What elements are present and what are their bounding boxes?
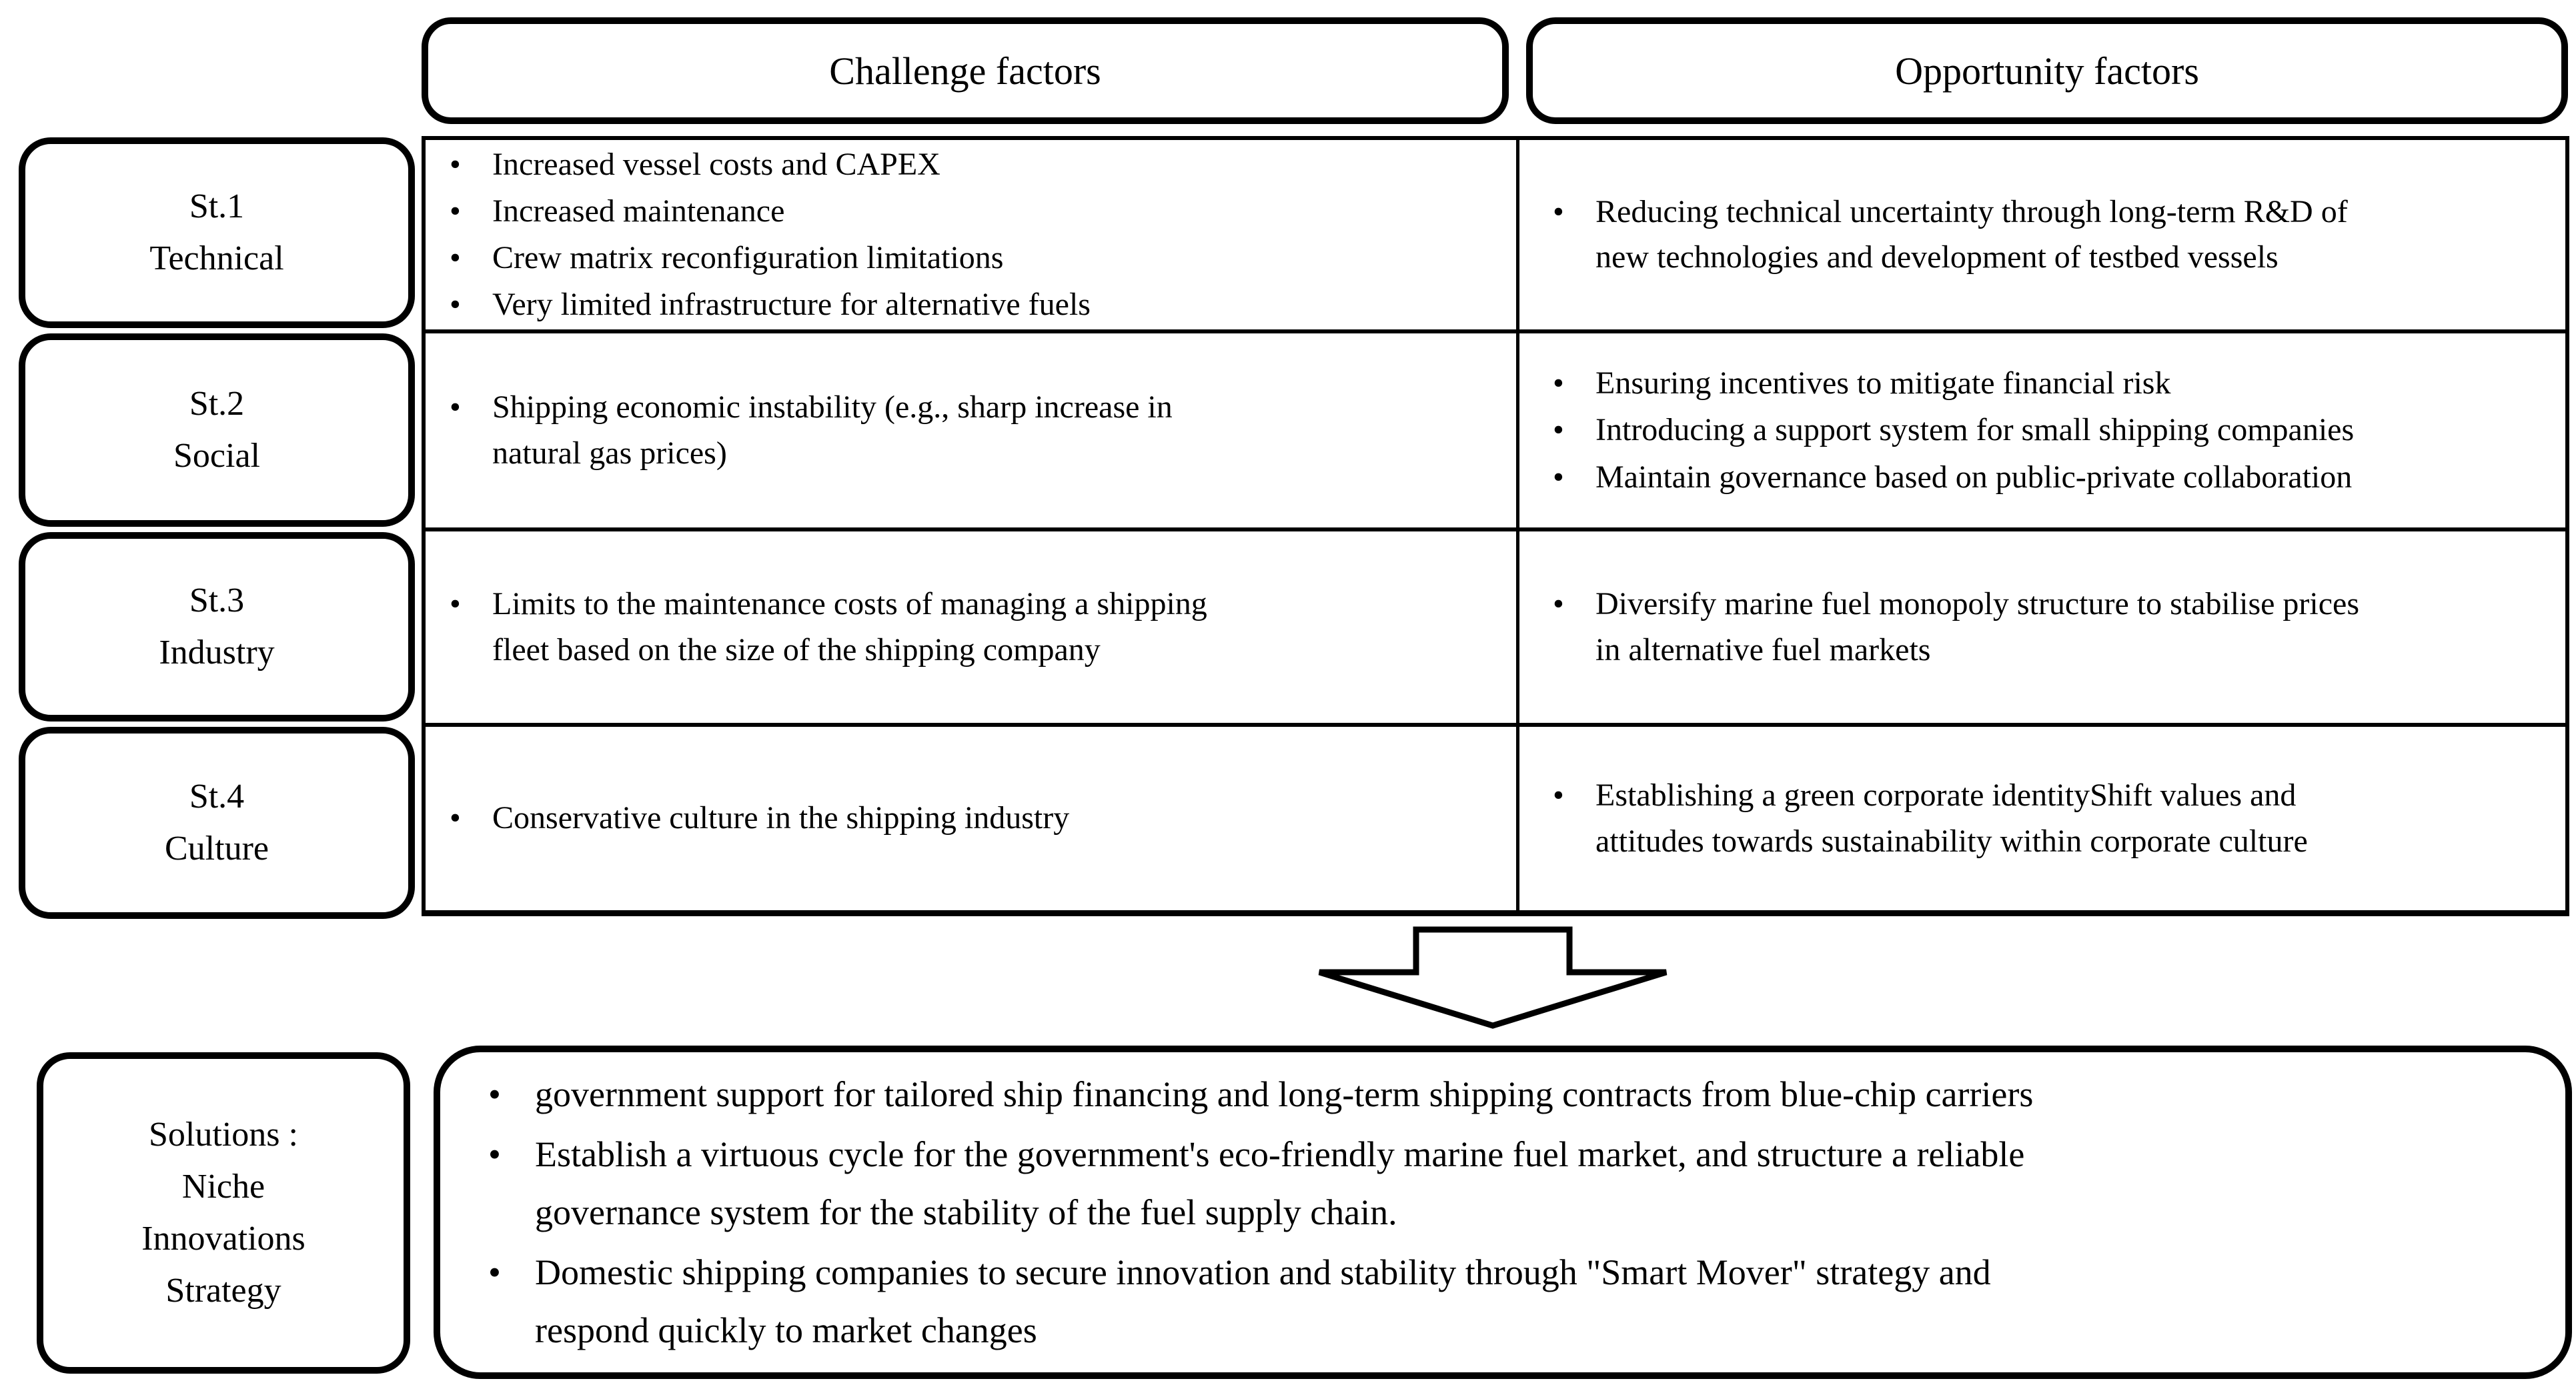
cell-social-opportunities: • Ensuring incentives to mitigate financ… (1519, 333, 2565, 527)
bullet-text: Shipping economic instability (e.g., sha… (492, 389, 1173, 471)
bullet-icon: • (450, 193, 461, 229)
cell-industry-challenges: • Limits to the maintenance costs of man… (426, 531, 1519, 723)
bullet-icon: • (450, 389, 461, 425)
stage-label: Industry (159, 633, 275, 671)
header-challenge-label: Challenge factors (829, 49, 1101, 93)
bullet-icon: • (450, 586, 461, 622)
bullet-item: • Limits to the maintenance costs of man… (443, 581, 1497, 672)
header-challenge-box: Challenge factors (422, 17, 1509, 124)
bullet-text: Diversify marine fuel monopoly structure… (1595, 586, 2360, 667)
bullet-item: • Ensuring incentives to mitigate financ… (1546, 361, 2549, 406)
bullet-icon: • (488, 1074, 501, 1115)
solution-text: Domestic shipping companies to secure in… (535, 1252, 1991, 1350)
bullet-item: • Establishing a green corporate identit… (1546, 773, 2549, 864)
solutions-label-line: Niche (181, 1168, 265, 1206)
cell-technical-opportunities: • Reducing technical uncertainty through… (1519, 140, 2565, 329)
bullet-text: Conservative culture in the shipping ind… (492, 800, 1070, 836)
down-arrow-icon (1313, 926, 1673, 1032)
solutions-label-box: Solutions : Niche Innovations Strategy (37, 1052, 410, 1374)
table-row-industry: • Limits to the maintenance costs of man… (426, 527, 2565, 723)
cell-culture-challenges: • Conservative culture in the shipping i… (426, 727, 1519, 910)
bullet-text: Increased maintenance (492, 193, 785, 229)
bullet-icon: • (1553, 459, 1564, 495)
bullet-icon: • (1553, 412, 1564, 448)
bullet-text: Crew matrix reconfiguration limitations (492, 240, 1004, 275)
header-opportunity-label: Opportunity factors (1895, 49, 2199, 93)
cell-social-challenges: • Shipping economic instability (e.g., s… (426, 333, 1519, 527)
solutions-box: • government support for tailored ship f… (434, 1046, 2572, 1379)
cell-industry-opportunities: • Diversify marine fuel monopoly structu… (1519, 531, 2565, 723)
stage-id: St.4 (189, 778, 245, 816)
stage-box-st2: St.2 Social (19, 333, 415, 527)
solution-text: Establish a virtuous cycle for the gover… (535, 1134, 2025, 1232)
bullet-text: Ensuring incentives to mitigate financia… (1595, 365, 2171, 401)
bullet-text: Very limited infrastructure for alternat… (492, 287, 1091, 323)
bullet-icon: • (1553, 365, 1564, 401)
stage-label: Technical (149, 239, 284, 277)
bullet-icon: • (1553, 586, 1564, 622)
bullet-item: • Shipping economic instability (e.g., s… (443, 385, 1497, 475)
cell-culture-opportunities: • Establishing a green corporate identit… (1519, 727, 2565, 910)
stage-id: St.2 (189, 385, 245, 423)
bullet-icon: • (488, 1252, 501, 1293)
bullet-icon: • (450, 287, 461, 323)
bullet-item: • Maintain governance based on public-pr… (1546, 455, 2549, 500)
bullet-text: Maintain governance based on public-priv… (1595, 459, 2353, 495)
bullet-item: • Crew matrix reconfiguration limitation… (443, 235, 1497, 281)
stage-id: St.1 (189, 187, 245, 225)
bullet-text: Introducing a support system for small s… (1595, 412, 2355, 448)
stage-label: Social (173, 437, 260, 475)
table-row-technical: • Increased vessel costs and CAPEX • Inc… (426, 140, 2565, 329)
table-row-culture: • Conservative culture in the shipping i… (426, 723, 2565, 910)
solution-text: government support for tailored ship fin… (535, 1074, 2034, 1115)
factor-table: • Increased vessel costs and CAPEX • Inc… (422, 136, 2569, 916)
bullet-icon: • (488, 1134, 501, 1175)
bullet-item: • Reducing technical uncertainty through… (1546, 189, 2549, 280)
bullet-item: • Increased maintenance (443, 189, 1497, 234)
bullet-text: Establishing a green corporate identityS… (1595, 778, 2308, 859)
stage-box-st3: St.3 Industry (19, 532, 415, 722)
bullet-item: • Very limited infrastructure for altern… (443, 282, 1497, 327)
solutions-label-line: Solutions : (149, 1116, 298, 1154)
bullet-icon: • (450, 240, 461, 275)
solution-item: • government support for tailored ship f… (479, 1066, 2525, 1123)
bullet-icon: • (1553, 778, 1564, 814)
cell-technical-challenges: • Increased vessel costs and CAPEX • Inc… (426, 140, 1519, 329)
solutions-label-line: Strategy (165, 1272, 281, 1310)
bullet-icon: • (1553, 193, 1564, 229)
table-row-social: • Shipping economic instability (e.g., s… (426, 329, 2565, 527)
stage-id: St.3 (189, 581, 245, 619)
bullet-item: • Conservative culture in the shipping i… (443, 796, 1497, 841)
solutions-label-line: Innovations (141, 1220, 305, 1258)
solution-item: • Establish a virtuous cycle for the gov… (479, 1126, 2525, 1241)
bullet-text: Reducing technical uncertainty through l… (1595, 193, 2348, 275)
header-opportunity-box: Opportunity factors (1526, 17, 2568, 124)
bullet-text: Limits to the maintenance costs of manag… (492, 586, 1207, 667)
bullet-item: • Increased vessel costs and CAPEX (443, 142, 1497, 187)
stage-box-st4: St.4 Culture (19, 727, 415, 919)
bullet-text: Increased vessel costs and CAPEX (492, 146, 940, 182)
bullet-icon: • (450, 146, 461, 182)
bullet-item: • Diversify marine fuel monopoly structu… (1546, 581, 2549, 672)
bullet-icon: • (450, 800, 461, 836)
stage-label: Culture (165, 830, 269, 868)
bullet-item: • Introducing a support system for small… (1546, 407, 2549, 453)
solution-item: • Domestic shipping companies to secure … (479, 1244, 2525, 1359)
stage-box-st1: St.1 Technical (19, 137, 415, 328)
